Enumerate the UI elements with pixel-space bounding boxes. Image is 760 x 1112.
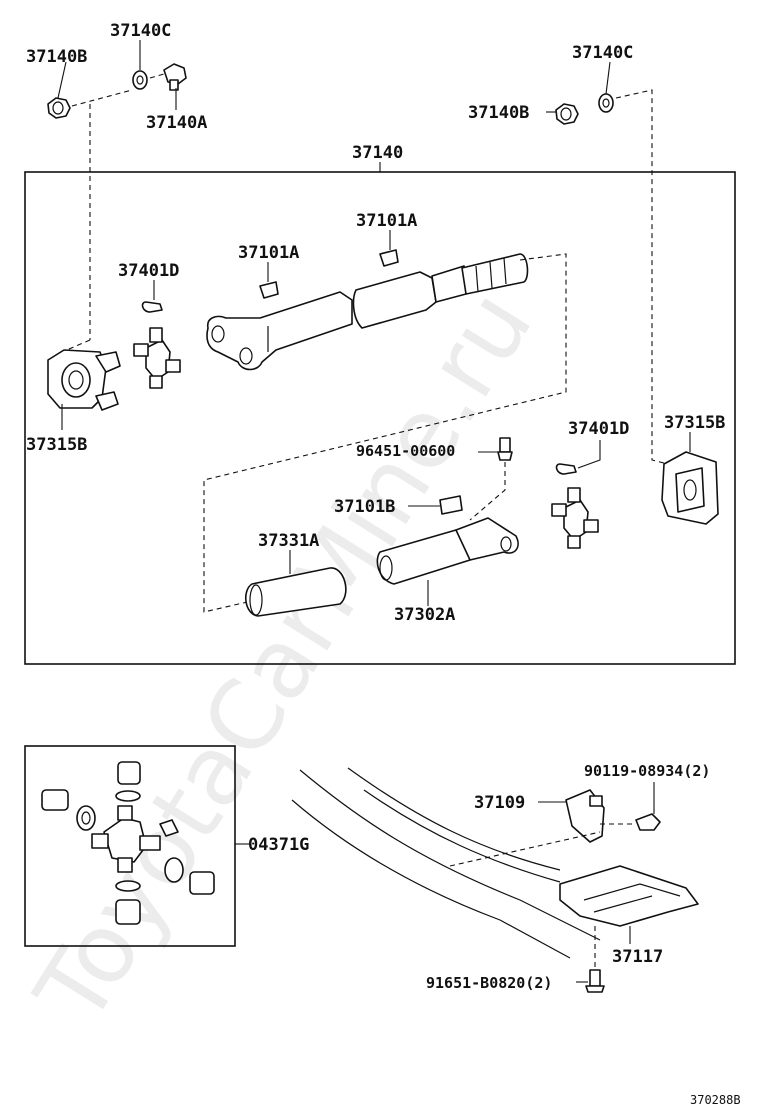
snap-ring-37401d-left [141, 301, 163, 313]
label-96451-00600: 96451-00600 [356, 442, 455, 460]
label-37140a: 37140A [146, 113, 207, 133]
label-37315b-left: 37315B [26, 435, 87, 455]
label-90119-08934: 90119-08934(2) [584, 762, 710, 780]
kit-bearing-cup-right [189, 871, 215, 895]
kit-bearing-cup-bottom [115, 899, 141, 925]
label-37140b-right: 37140B [468, 103, 529, 123]
nut-37140b-right [555, 103, 579, 125]
bracket-37109 [565, 789, 605, 843]
kit-seal-ring-left [76, 805, 96, 831]
kit-grease-fitting [159, 819, 179, 837]
label-37101a-top: 37101A [356, 211, 417, 231]
grease-fitting-96451 [497, 437, 513, 461]
dust-sleeve-37331a [245, 567, 347, 617]
kit-seal-ring-top [115, 790, 141, 802]
flange-yoke-37315b-left [47, 349, 121, 411]
nut-37140b-left [47, 97, 71, 119]
label-04371g: 04371G [248, 835, 309, 855]
label-37302a: 37302A [394, 605, 455, 625]
label-37331a: 37331A [258, 531, 319, 551]
kit-seal-ring-bottom [115, 880, 141, 892]
bolt-91651 [585, 969, 605, 993]
shaft-tube-front [206, 291, 353, 371]
vehicle-frame-outline [291, 767, 601, 959]
snap-ring-37401d-right [555, 463, 577, 475]
bolt-90119 [635, 813, 661, 831]
label-37140c-right: 37140C [572, 43, 633, 63]
kit-seal-ring-right [164, 857, 184, 883]
label-37401d-right: 37401D [568, 419, 629, 439]
label-91651-b0820: 91651-B0820(2) [426, 974, 552, 992]
label-37140c-left: 37140C [110, 21, 171, 41]
shaft-tube-rear [352, 253, 529, 329]
kit-cross-spider [91, 805, 161, 873]
universal-joint-cross-right [551, 487, 599, 549]
slip-yoke-37302a [376, 517, 519, 585]
washer-37140c-right [598, 93, 614, 113]
balance-weight-37101b [439, 495, 463, 515]
label-37140: 37140 [352, 143, 403, 163]
flange-yoke-37315b-right [661, 451, 719, 525]
label-37109: 37109 [474, 793, 525, 813]
bolt-37140a [163, 63, 187, 91]
heat-insulator-37117 [559, 865, 699, 927]
universal-joint-kit-frame [24, 745, 236, 947]
label-37101b: 37101B [334, 497, 395, 517]
balance-weight-37101a-top [379, 249, 399, 267]
kit-bearing-cup-left [41, 789, 69, 811]
universal-joint-cross-left [133, 327, 181, 389]
label-37101a-mid: 37101A [238, 243, 299, 263]
label-37315b-right: 37315B [664, 413, 725, 433]
balance-weight-37101a-mid [259, 281, 279, 299]
label-37140b-left: 37140B [26, 47, 87, 67]
kit-bearing-cup-top [117, 761, 141, 785]
reference-code: 370288B [690, 1093, 741, 1107]
label-37401d-left: 37401D [118, 261, 179, 281]
washer-37140c-left [132, 70, 148, 90]
label-37117: 37117 [612, 947, 663, 967]
